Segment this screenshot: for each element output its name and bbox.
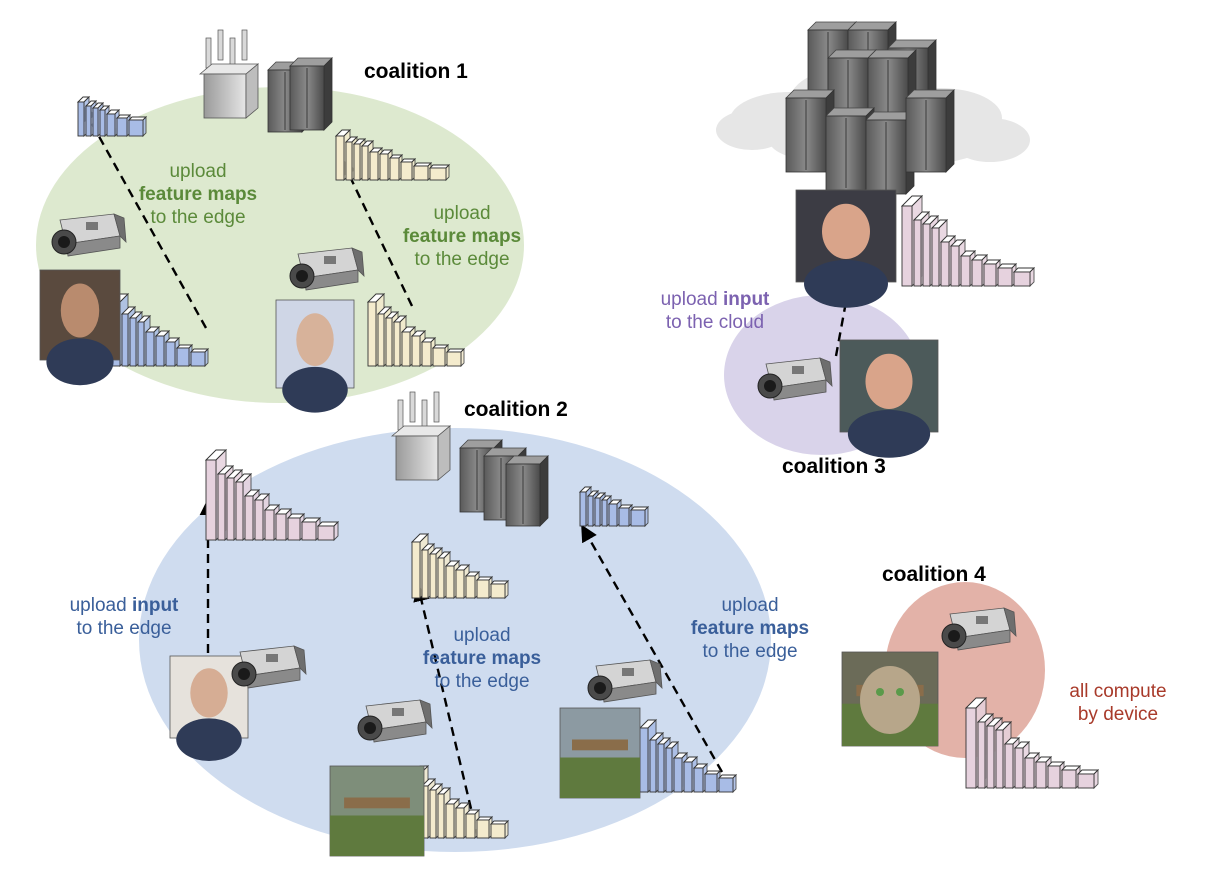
cnn-layers-icon (366, 292, 466, 368)
photo-icon (275, 299, 355, 413)
camera-icon (289, 247, 365, 291)
camera-icon (757, 357, 833, 401)
camera-icon (357, 699, 433, 743)
cat-eye (896, 688, 904, 696)
upload-arrow (80, 104, 208, 329)
cnn-layers-icon (900, 194, 1036, 288)
upload-arrow (580, 524, 724, 773)
camera-icon (587, 659, 663, 703)
server-rack-icon (505, 455, 549, 527)
photo-icon (39, 269, 121, 386)
cnn-layers-icon (110, 292, 210, 368)
cnn-layers-icon (410, 532, 510, 600)
edge-antenna-icon (198, 29, 260, 119)
photo-icon (795, 189, 897, 308)
photo-icon (559, 707, 641, 799)
photo-icon (169, 655, 249, 761)
cnn-layers-icon (334, 128, 451, 182)
c2-right-label: upload feature maps to the edge (690, 595, 810, 663)
server-rack-icon (905, 89, 955, 173)
coalition-3-title: coalition 3 (782, 455, 886, 478)
camera-icon (941, 607, 1017, 651)
coalition-1-title: coalition 1 (364, 60, 468, 83)
cnn-layers-icon (76, 95, 148, 138)
photo-icon (329, 765, 425, 857)
cat-shape (860, 666, 920, 734)
coalition-2-title: coalition 2 (464, 398, 568, 421)
coalition-4-title: coalition 4 (882, 563, 986, 586)
cnn-layers-icon (578, 485, 650, 528)
cnn-layers-icon (638, 718, 738, 794)
upload-arrow (340, 158, 414, 307)
upload-arrow (413, 584, 480, 839)
c2-mid-label: upload feature maps to the edge (422, 625, 542, 693)
c3-label: upload input to the cloud (660, 289, 770, 334)
c1-right-label: upload feature maps to the edge (402, 203, 522, 271)
server-rack-icon (289, 57, 333, 131)
cnn-layers-icon (964, 696, 1100, 790)
c4-label: all compute by device (1069, 681, 1167, 726)
cat-eye (876, 688, 884, 696)
camera-icon (231, 645, 307, 689)
c1-left-label: upload feature maps to the edge (138, 161, 258, 229)
cnn-layers-icon (204, 448, 340, 542)
camera-icon (51, 213, 127, 257)
photo-icon (839, 339, 939, 458)
edge-antenna-icon (390, 391, 452, 481)
c2-left-label: upload input to the edge (69, 595, 179, 640)
